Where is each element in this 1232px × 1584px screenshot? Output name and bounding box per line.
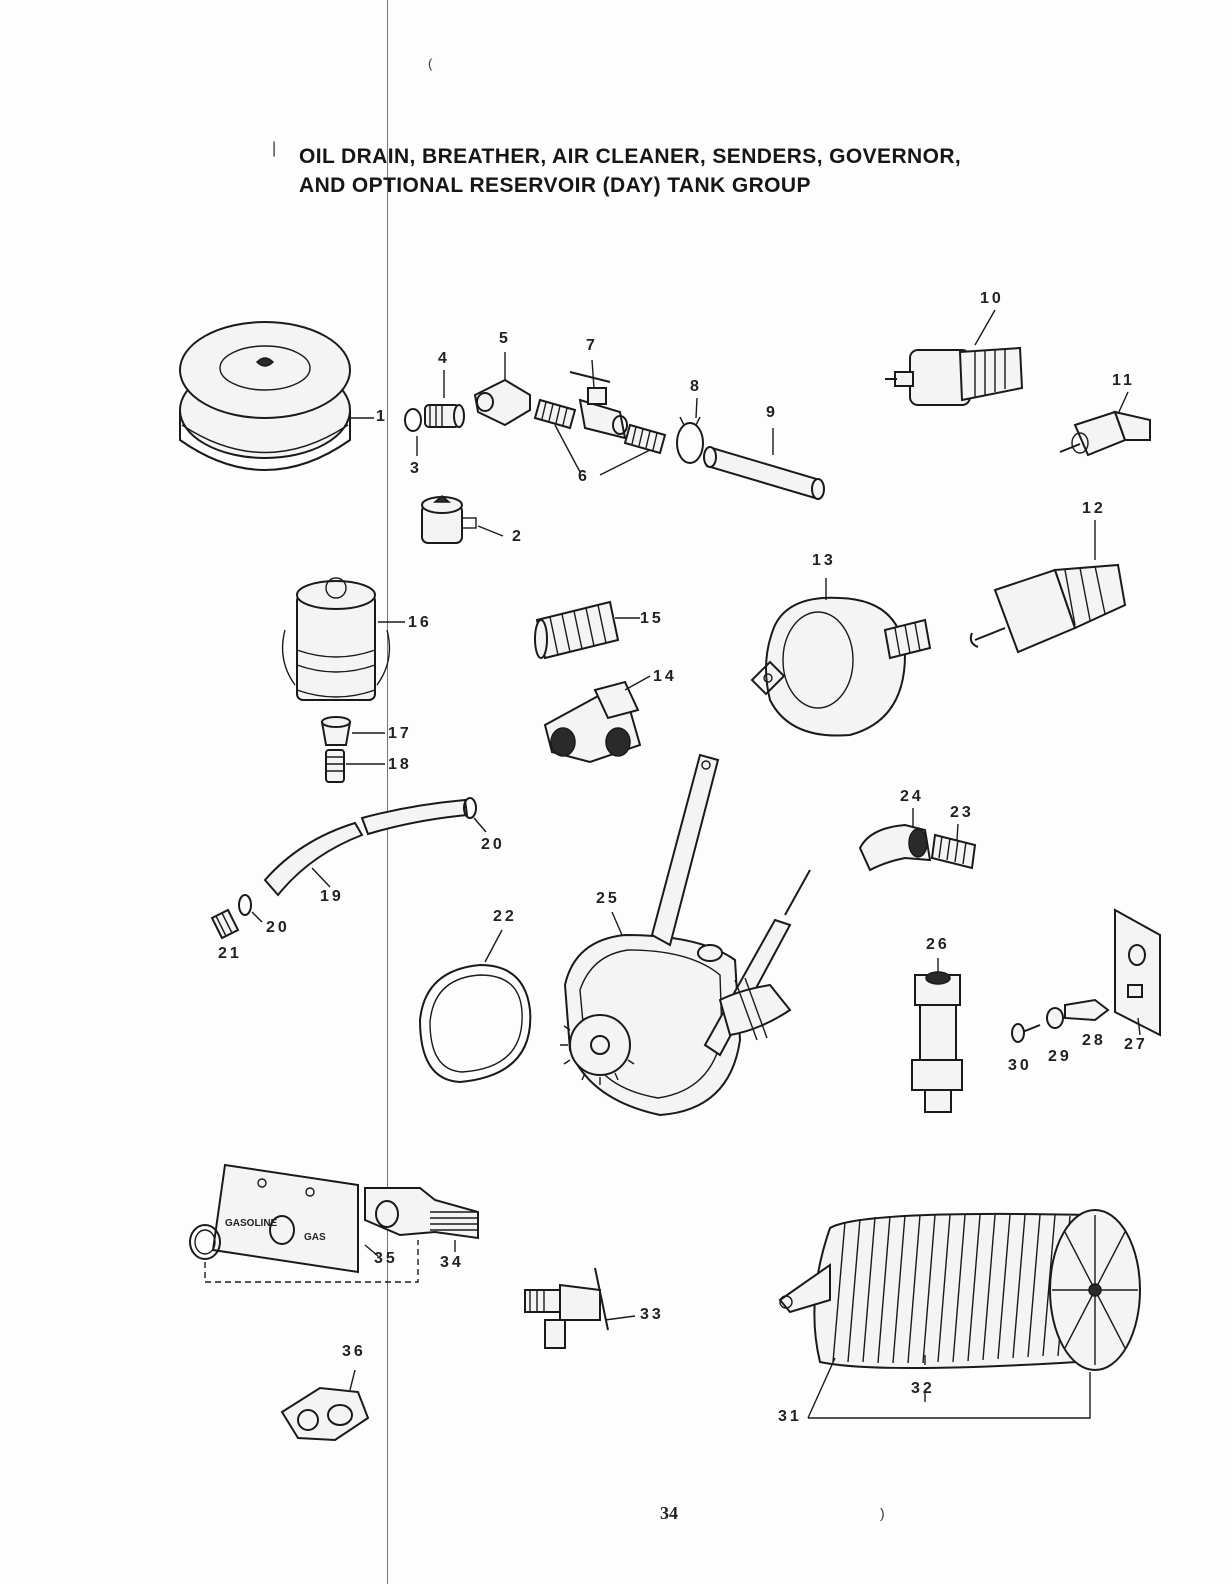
page-number: 34 xyxy=(660,1503,678,1523)
callout-34: 34 xyxy=(440,1254,464,1271)
part-12-sender xyxy=(969,563,1127,654)
part-26-fitting xyxy=(911,971,963,1113)
callout-35: 35 xyxy=(374,1250,398,1267)
part-25-governor xyxy=(560,753,811,1117)
part-22-gasket xyxy=(418,963,532,1084)
part-19-hose xyxy=(263,798,469,897)
part-13-oil-pressure-switch xyxy=(750,596,932,737)
margin-mark: ( xyxy=(428,56,433,71)
part-10-sender xyxy=(885,346,1024,406)
callout-32: 32 xyxy=(911,1380,935,1397)
callout-29: 29 xyxy=(1048,1048,1072,1065)
callout-4: 4 xyxy=(438,350,450,367)
callout-9: 9 xyxy=(766,404,778,421)
part-29-washer xyxy=(1046,1007,1064,1029)
callout-14: 14 xyxy=(653,668,677,685)
margin-mark: | xyxy=(272,140,277,157)
part-4-fitting xyxy=(424,404,465,428)
part-31-32-reservoir-day-tank xyxy=(778,1209,1141,1402)
callout-20-upper: 20 xyxy=(481,836,505,853)
part-28-fitting xyxy=(1064,998,1110,1022)
margin-mark: ) xyxy=(880,1505,885,1521)
callout-25: 25 xyxy=(596,890,620,907)
callout-20-lower: 20 xyxy=(266,919,290,936)
callout-31: 31 xyxy=(778,1408,802,1425)
callout-11: 11 xyxy=(1112,372,1135,389)
callout-13: 13 xyxy=(812,552,836,569)
callout-26: 26 xyxy=(926,936,950,953)
part-9-hose xyxy=(703,446,825,500)
callout-30: 30 xyxy=(1008,1057,1032,1074)
part-33-valve xyxy=(524,1267,609,1349)
part-30-screw xyxy=(1011,1023,1041,1043)
callout-23: 23 xyxy=(950,804,974,821)
part-34-fuel-valve xyxy=(364,1187,479,1240)
panel-label-gas: GAS xyxy=(304,1232,326,1243)
callout-2: 2 xyxy=(512,528,524,545)
callout-19: 19 xyxy=(320,888,344,905)
binding-line xyxy=(387,0,388,1584)
part-35-panel: GASOLINE GAS xyxy=(211,1163,359,1274)
part-35-grommet xyxy=(189,1224,221,1260)
callout-28: 28 xyxy=(1082,1032,1106,1049)
part-15-nipple xyxy=(534,600,620,660)
callout-6: 6 xyxy=(578,468,590,485)
callout-12: 12 xyxy=(1082,500,1106,517)
callout-5: 5 xyxy=(499,330,511,347)
part-20-clamp-lower xyxy=(238,894,252,916)
part-14-tee xyxy=(543,680,642,764)
part-17-adapter xyxy=(320,716,352,746)
title-line-2: AND OPTIONAL RESERVOIR (DAY) TANK GROUP xyxy=(299,174,811,197)
part-20-clamp-upper xyxy=(463,797,477,819)
callout-10: 10 xyxy=(980,290,1004,307)
callout-24: 24 xyxy=(900,788,924,805)
callout-22: 22 xyxy=(493,908,517,925)
page-title: OIL DRAIN, BREATHER, AIR CLEANER, SENDER… xyxy=(299,142,1119,200)
part-36-clip xyxy=(280,1386,370,1442)
part-3-washer xyxy=(404,408,422,432)
callout-21: 21 xyxy=(218,945,242,962)
part-21-fitting xyxy=(210,908,240,940)
part-24-elbow xyxy=(858,823,932,872)
part-16-oil-filter-canister xyxy=(281,577,391,701)
callout-27: 27 xyxy=(1124,1036,1148,1053)
part-5-elbow xyxy=(473,378,531,427)
callout-3: 3 xyxy=(410,460,422,477)
callout-18: 18 xyxy=(388,756,412,773)
callout-17: 17 xyxy=(388,725,412,742)
panel-label-gasoline: GASOLINE xyxy=(225,1218,278,1229)
callout-15: 15 xyxy=(640,610,664,627)
callout-8: 8 xyxy=(690,378,702,395)
part-1-air-cleaner xyxy=(179,321,351,471)
part-18-nipple xyxy=(325,749,345,783)
part-6-nipple-left xyxy=(533,398,577,430)
callout-16: 16 xyxy=(408,614,432,631)
title-line-1: OIL DRAIN, BREATHER, AIR CLEANER, SENDER… xyxy=(299,145,962,168)
part-7-drain-valve xyxy=(569,371,628,440)
part-11-sender xyxy=(1059,410,1151,457)
part-8-clamp xyxy=(676,416,704,464)
part-23-nipple xyxy=(930,833,977,870)
callout-36: 36 xyxy=(342,1343,366,1360)
callout-7: 7 xyxy=(586,337,598,354)
part-27-plate xyxy=(1114,908,1161,1037)
part-6-nipple-right xyxy=(623,423,667,455)
part-2-breather xyxy=(421,495,477,544)
callout-33: 33 xyxy=(640,1306,664,1323)
callout-1: 1 xyxy=(376,408,388,425)
